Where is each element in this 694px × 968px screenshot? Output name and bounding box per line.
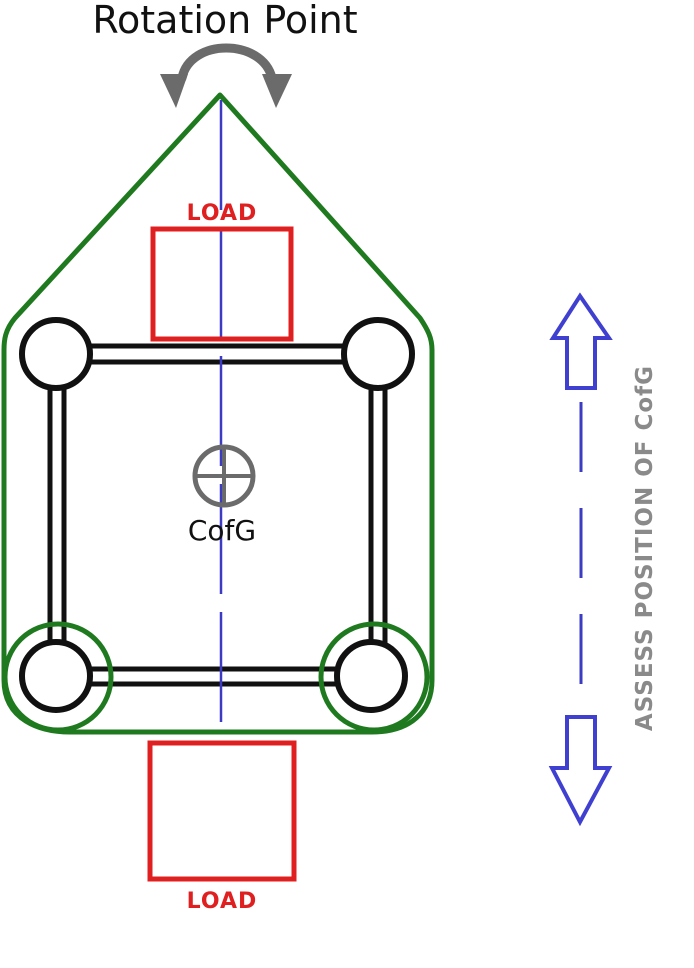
load-box-top	[150, 226, 294, 342]
tip-circle-right	[318, 621, 430, 733]
wheel-top-right	[341, 317, 415, 391]
wheel-top-left	[19, 317, 93, 391]
arrow-down-icon	[548, 715, 613, 827]
center-of-gravity-icon	[192, 444, 256, 508]
stability-envelope	[1, 92, 435, 735]
load-box-bottom	[147, 740, 297, 882]
wheel-bottom-left	[19, 639, 93, 713]
tip-circle-left	[2, 621, 114, 733]
wheel-bottom-right	[334, 639, 408, 713]
diagram-title: Rotation Point	[92, 0, 357, 42]
arrow-up-icon	[549, 292, 613, 390]
load-label-top: LOAD	[187, 201, 258, 226]
assess-label: ASSESS POSITION OF CofG	[632, 365, 658, 731]
cofg-label: CofG	[188, 514, 256, 547]
rotation-arrows-icon	[160, 43, 292, 108]
load-label-bottom: LOAD	[187, 889, 258, 914]
